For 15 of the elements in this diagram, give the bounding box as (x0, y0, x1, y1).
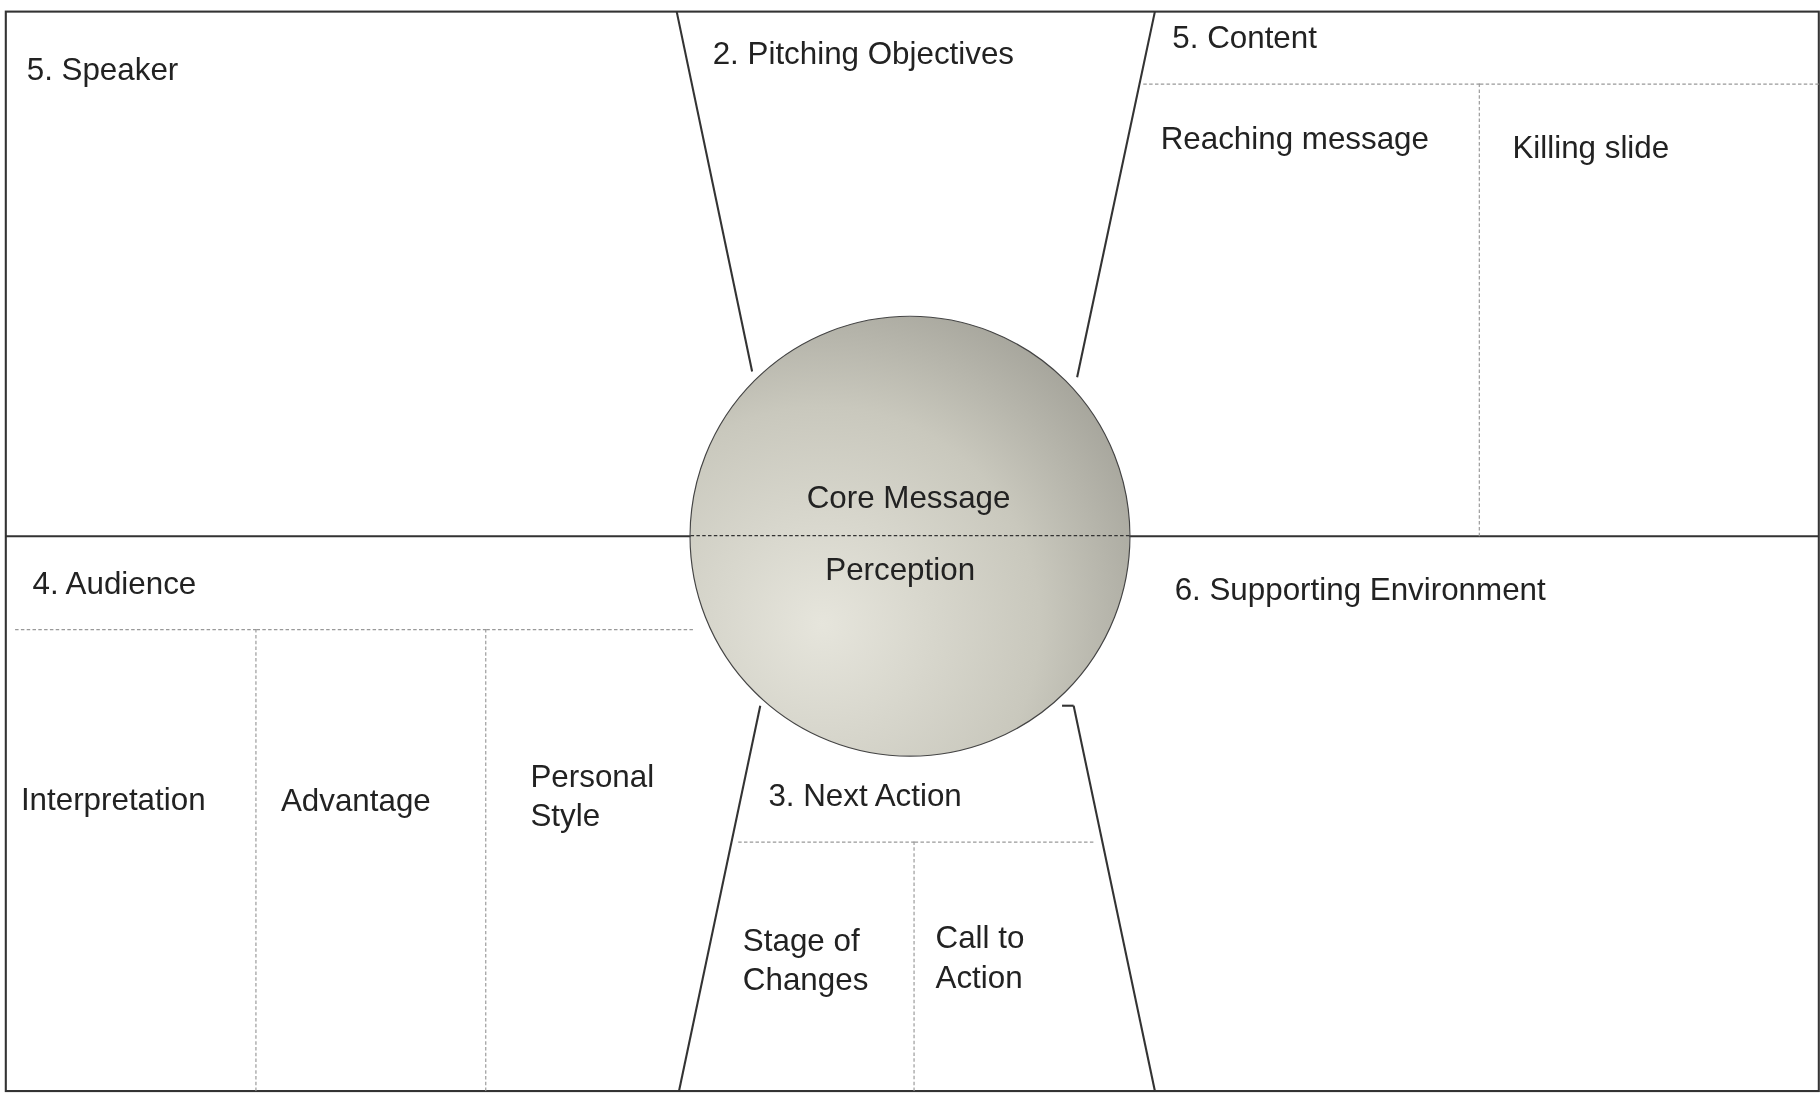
subsection-label: Killing slide (1512, 129, 1670, 167)
section-heading: 6. Supporting Environment (1174, 571, 1546, 610)
subsection-label: Reaching message (1160, 119, 1429, 158)
section-heading: 5. Speaker (26, 51, 179, 90)
section-heading: 2. Pitching Objectives (712, 35, 1014, 73)
subsection-label: Personal Style (530, 758, 656, 836)
subsection-label: Advantage (280, 782, 431, 821)
subsection-label: Call to Action (935, 919, 1026, 997)
subsection-label: Stage of Changes (742, 921, 870, 999)
subsection-label: Interpretation (20, 781, 206, 820)
circle-label: Core Message (806, 479, 1011, 518)
section-heading: 4. Audience (32, 565, 197, 604)
circle-label: Perception (825, 551, 976, 590)
section-heading: 5. Content (1172, 18, 1317, 57)
section-heading: 3. Next Action (768, 776, 962, 815)
